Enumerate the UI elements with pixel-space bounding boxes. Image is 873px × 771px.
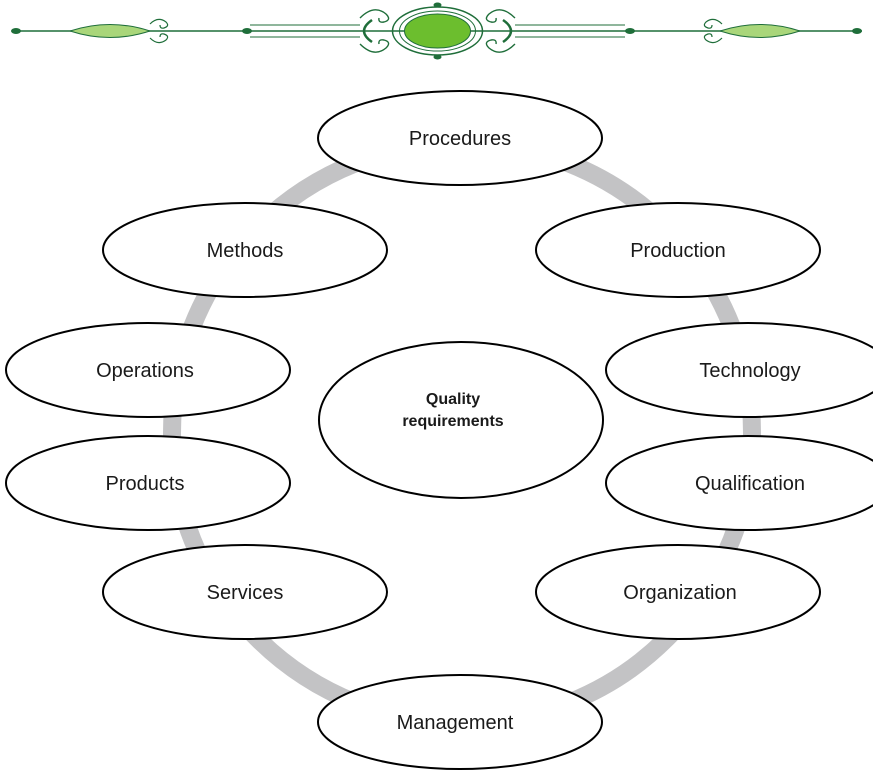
node-label: Production [630, 240, 726, 262]
node-label: Organization [623, 582, 736, 604]
node-label: Methods [207, 240, 284, 262]
decorative-ornament-icon [11, 2, 862, 60]
node-management: Management [317, 674, 603, 770]
node-label: Operations [96, 360, 194, 382]
node-label: Management [397, 712, 514, 734]
node-label: Products [106, 473, 185, 495]
node-label: Procedures [409, 128, 511, 150]
node-label: Technology [699, 360, 800, 382]
node-label: Services [207, 582, 284, 604]
node-technology: Technology [605, 322, 873, 418]
node-production: Production [535, 202, 821, 298]
node-label: Qualification [695, 473, 805, 495]
center-label-line2: requirements [402, 413, 503, 430]
node-products: Products [5, 435, 291, 531]
center-label-line1: Quality [426, 391, 480, 408]
node-operations: Operations [5, 322, 291, 418]
node-organization: Organization [535, 544, 821, 640]
center-node-quality-requirements: Quality requirements [318, 341, 604, 499]
node-methods: Methods [102, 202, 388, 298]
node-procedures: Procedures [317, 90, 603, 186]
node-services: Services [102, 544, 388, 640]
node-qualification: Qualification [605, 435, 873, 531]
